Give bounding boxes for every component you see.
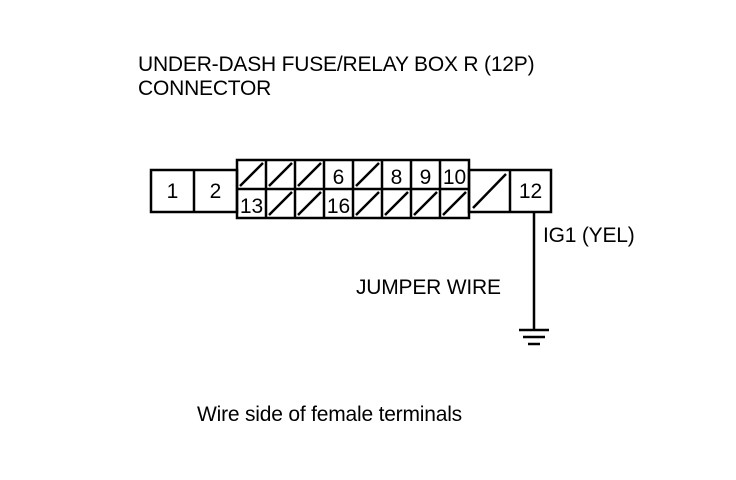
terminal-label: 12	[519, 180, 542, 203]
terminal-side-caption: Wire side of female terminals	[197, 403, 462, 426]
empty-cavity-slash	[472, 173, 507, 209]
terminal-label: 2	[210, 180, 222, 203]
empty-cavity-slash	[355, 162, 380, 187]
terminal-label: 13	[240, 195, 263, 218]
empty-cavity-slash	[268, 162, 293, 187]
empty-cavity-slash	[384, 191, 409, 216]
empty-cavity-slash	[268, 191, 293, 216]
terminal-label: 10	[443, 166, 466, 189]
diagram-title-line1: UNDER-DASH FUSE/RELAY BOX R (12P)	[138, 53, 535, 76]
empty-cavity-slash	[442, 191, 467, 216]
terminal-label: 16	[327, 195, 350, 218]
terminal-label: 9	[420, 166, 432, 189]
wiring	[519, 211, 549, 346]
empty-cavity-slash	[355, 191, 380, 216]
ground-icon	[519, 328, 549, 346]
empty-cavity-slash	[239, 162, 264, 187]
empty-cavity-slash	[413, 191, 438, 216]
empty-cavity-slash	[297, 191, 322, 216]
terminal-label: 1	[167, 180, 179, 203]
terminal-label: 6	[333, 166, 345, 189]
diagram-title-line2: CONNECTOR	[138, 77, 272, 100]
empty-cavity-slash	[297, 162, 322, 187]
jumper-wire-label: JUMPER WIRE	[356, 276, 501, 299]
ig1-wire-label: IG1 (YEL)	[543, 224, 635, 247]
terminal-label: 8	[391, 166, 403, 189]
